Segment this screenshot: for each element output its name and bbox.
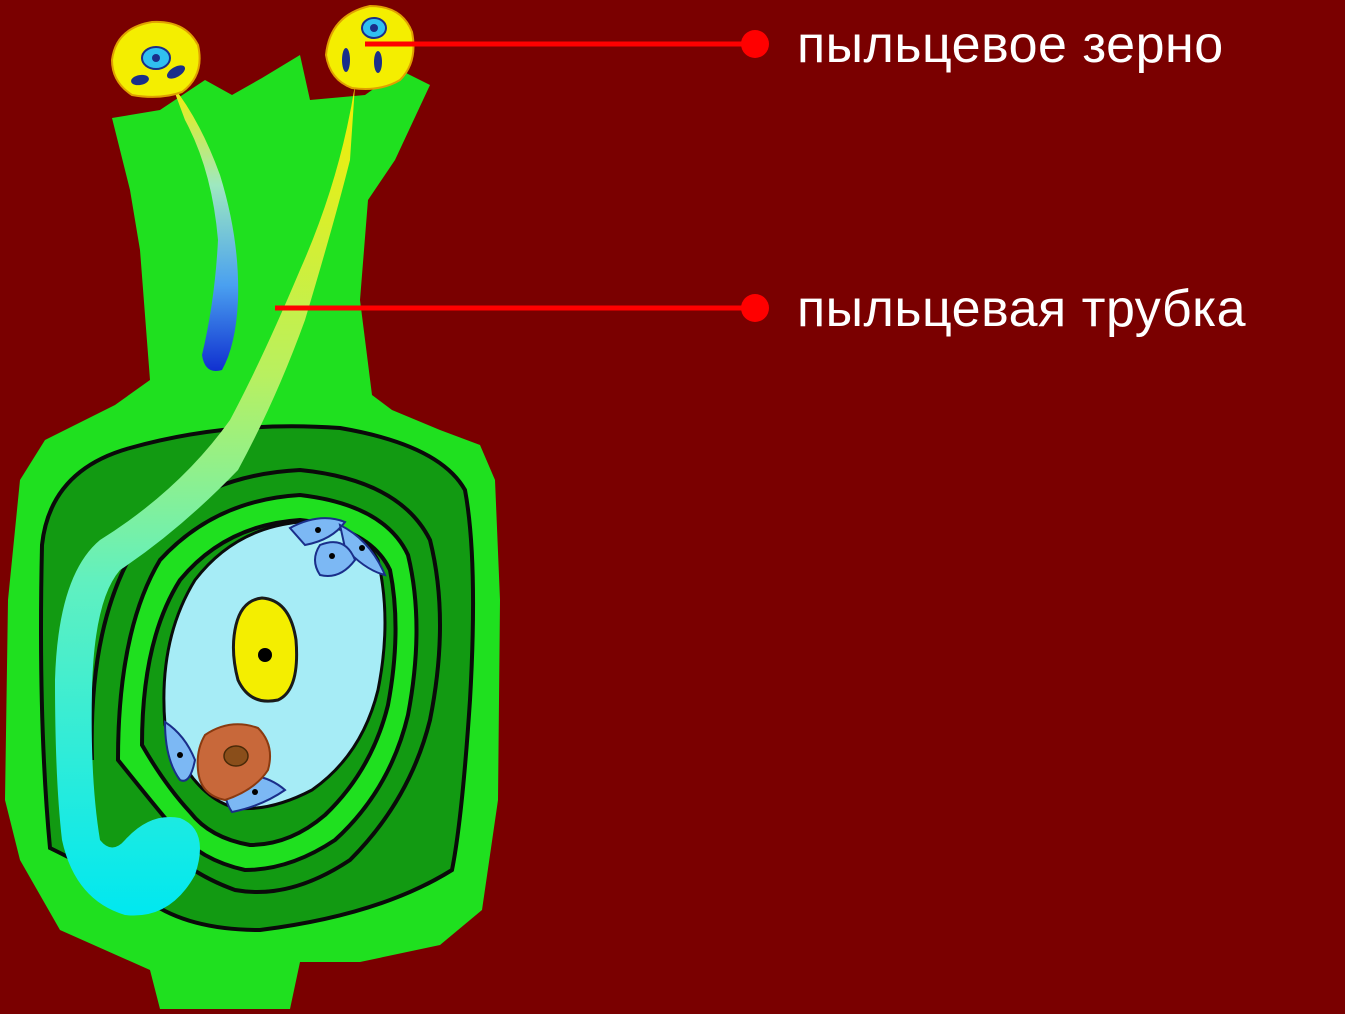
red-dot-marker	[741, 30, 769, 58]
label-pollen-grain: пыльцевое зерно	[797, 19, 1224, 71]
red-dot-marker	[741, 294, 769, 322]
pointer-pollen-grain	[365, 30, 769, 58]
label-pollen-tube: пыльцевая трубка	[797, 283, 1246, 335]
central-nucleus	[258, 648, 272, 662]
pollen-grain-left	[112, 22, 200, 97]
pollen-grain-right	[326, 6, 414, 89]
